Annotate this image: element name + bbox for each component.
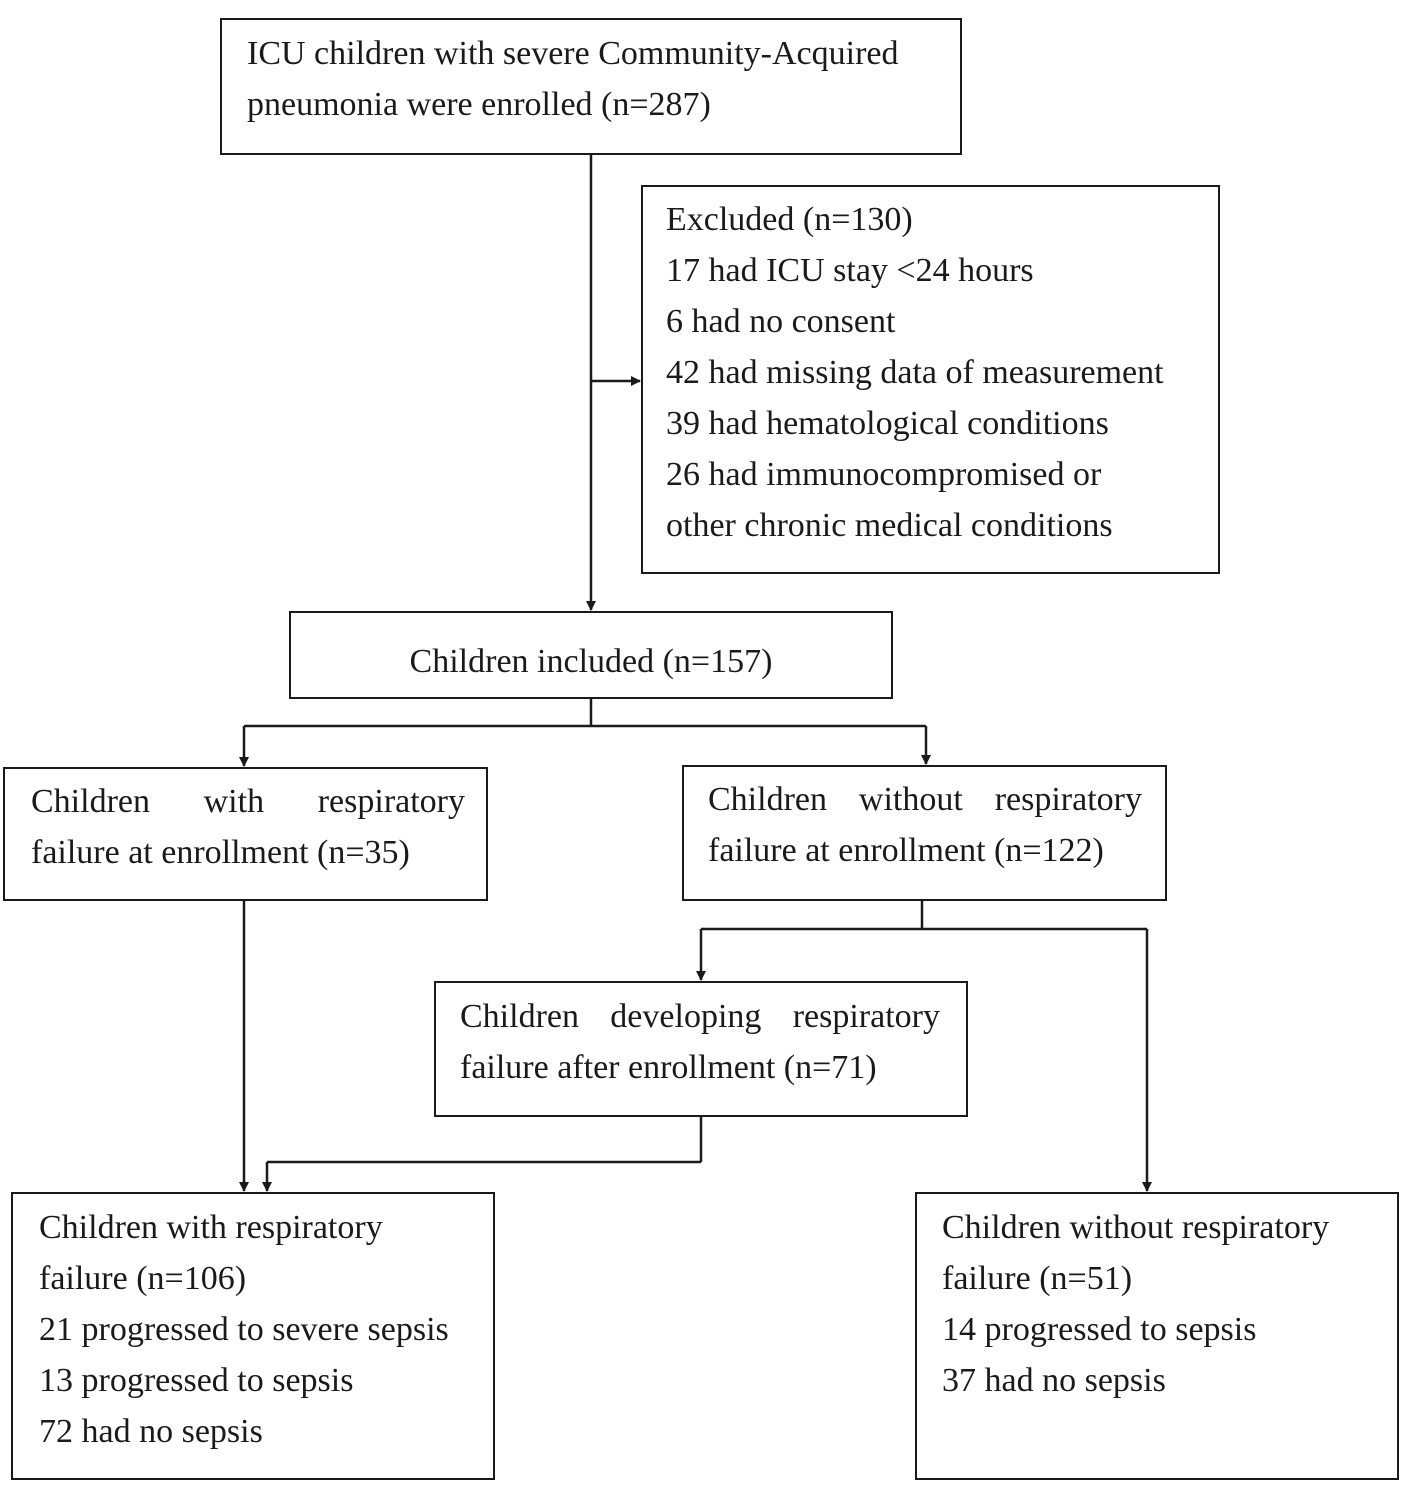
included-text: Children included (n=157) xyxy=(409,643,773,680)
developing-rf-line-1: Children developing respiratory xyxy=(460,998,940,1035)
with-rf-total-severe-sepsis: 21 progressed to severe sepsis xyxy=(39,1311,449,1348)
without-rf-total-box xyxy=(915,1192,1399,1480)
developing-rf-box xyxy=(434,981,968,1117)
excluded-reason-no-consent: 6 had no consent xyxy=(666,303,896,340)
without-rf-total-line-1: Children without respiratory xyxy=(942,1209,1330,1246)
developing-rf-line-2: failure after enrollment (n=71) xyxy=(460,1049,877,1086)
excluded-box xyxy=(641,185,1220,574)
excluded-reason-missing-data: 42 had missing data of measurement xyxy=(666,354,1164,391)
enrolled-box xyxy=(220,18,962,155)
excluded-title: Excluded (n=130) xyxy=(666,201,913,238)
with-rf-total-line-2: failure (n=106) xyxy=(39,1260,247,1297)
included-box xyxy=(289,611,893,699)
excluded-reason-icu-stay: 17 had ICU stay <24 hours xyxy=(666,252,1034,289)
enrolled-line-1: ICU children with severe Community-Acqui… xyxy=(247,35,899,72)
without-rf-total-sepsis: 14 progressed to sepsis xyxy=(942,1311,1257,1348)
excluded-reason-immunocompromised: 26 had immunocompromised or xyxy=(666,456,1102,493)
with-rf-enroll-line-2: failure at enrollment (n=35) xyxy=(31,834,410,871)
without-rf-total-line-2: failure (n=51) xyxy=(942,1260,1133,1297)
enrolled-line-2: pneumonia were enrolled (n=287) xyxy=(247,86,711,123)
with-rf-enroll-box xyxy=(3,767,488,901)
with-rf-total-line-1: Children with respiratory xyxy=(39,1209,383,1246)
excluded-reason-hematological: 39 had hematological conditions xyxy=(666,405,1109,442)
without-rf-enroll-line-1: Children without respiratory xyxy=(708,781,1142,818)
with-rf-total-sepsis: 13 progressed to sepsis xyxy=(39,1362,354,1399)
without-rf-enroll-box xyxy=(682,765,1167,901)
with-rf-total-no-sepsis: 72 had no sepsis xyxy=(39,1413,263,1450)
without-rf-total-no-sepsis: 37 had no sepsis xyxy=(942,1362,1166,1399)
with-rf-total-box xyxy=(11,1192,495,1480)
without-rf-enroll-line-2: failure at enrollment (n=122) xyxy=(708,832,1104,869)
excluded-reason-chronic: other chronic medical conditions xyxy=(666,507,1113,544)
with-rf-enroll-line-1: Children with respiratory xyxy=(31,783,465,820)
